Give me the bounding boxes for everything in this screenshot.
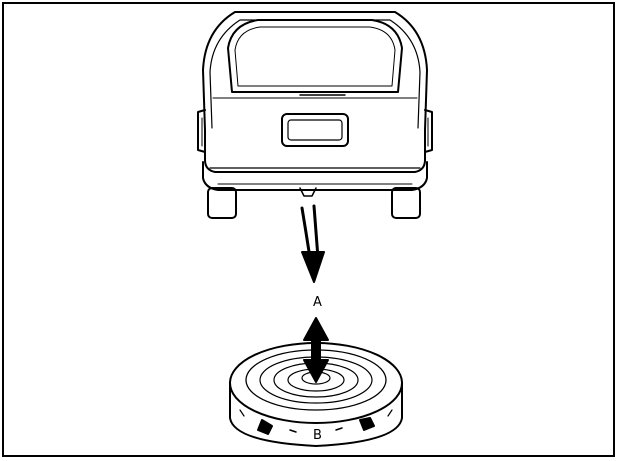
label-a: A bbox=[313, 296, 322, 309]
lowering-arrow bbox=[302, 206, 324, 282]
label-b: B bbox=[313, 429, 322, 442]
left-rear-wheel bbox=[208, 188, 236, 218]
rear-bumper bbox=[203, 162, 427, 190]
vehicle-rear bbox=[198, 12, 432, 218]
rear-window bbox=[228, 20, 402, 92]
license-plate bbox=[282, 114, 348, 146]
right-rear-wheel bbox=[392, 188, 420, 218]
